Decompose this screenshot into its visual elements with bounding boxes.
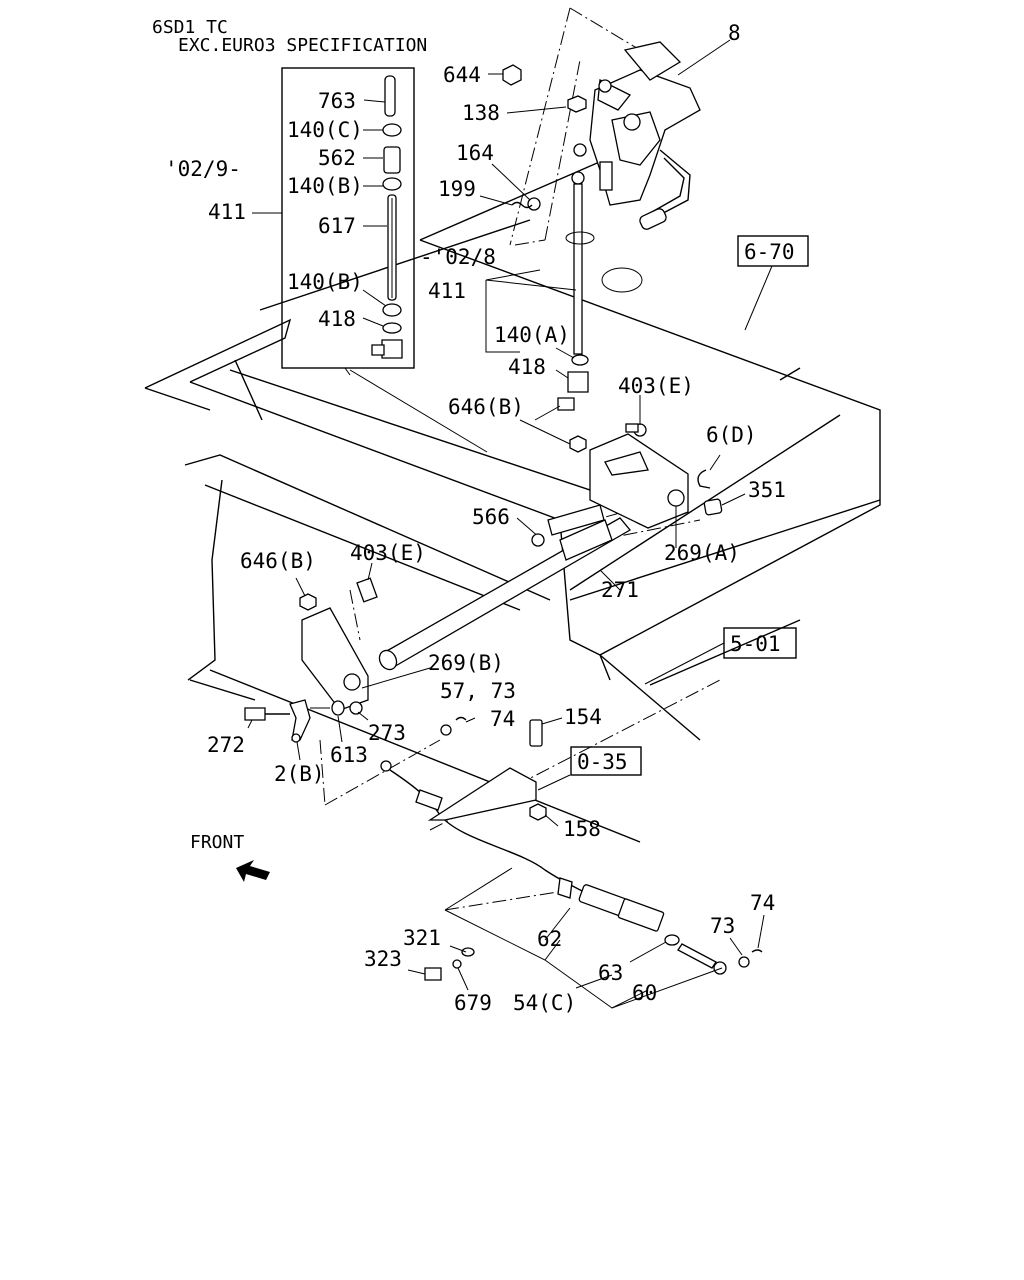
label-2b: 2(B) xyxy=(274,762,325,786)
label-73-lower: 73 xyxy=(710,914,735,938)
rod-assembly-box xyxy=(281,67,415,369)
label-140a: 140(A) xyxy=(494,323,570,347)
label-403e-lower: 403(E) xyxy=(350,541,426,565)
label-273: 273 xyxy=(368,721,406,745)
label-272: 272 xyxy=(207,733,245,757)
label-411-left: 411 xyxy=(208,200,246,224)
label-271: 271 xyxy=(601,578,639,602)
label-613: 613 xyxy=(330,743,368,767)
svg-text:6-70: 6-70 xyxy=(744,240,795,264)
label-403e-upper: 403(E) xyxy=(618,374,694,398)
label-562: 562 xyxy=(318,146,356,170)
label-158: 158 xyxy=(563,817,601,841)
label-140b-lower: 140(B) xyxy=(287,270,363,294)
label-74-upper: 74 xyxy=(490,707,515,731)
rod-assembly-parts xyxy=(371,75,403,359)
pedal-leaders xyxy=(479,39,731,206)
lever-assembly xyxy=(244,699,363,743)
label-138: 138 xyxy=(462,101,500,125)
model-label: 6SD1 TC xyxy=(152,17,228,38)
cable-assembly xyxy=(380,716,763,981)
label-763: 763 xyxy=(318,89,356,113)
label-74-lower: 74 xyxy=(750,891,775,915)
ref-box-5-01[interactable]: 5-01 xyxy=(723,627,797,659)
label-646b-upper: 646(B) xyxy=(448,395,524,419)
label-54c: 54(C) xyxy=(513,991,576,1015)
cable-leaders xyxy=(407,717,765,1009)
ref-box-6-70[interactable]: 6-70 xyxy=(737,235,809,267)
label-140c: 140(C) xyxy=(287,118,363,142)
bracket-left xyxy=(299,577,378,711)
label-644: 644 xyxy=(443,63,481,87)
pedal-fasteners xyxy=(502,64,587,211)
cab-floor-outline xyxy=(144,139,881,843)
label-164: 164 xyxy=(456,141,494,165)
vertical-rod-leaders xyxy=(349,269,577,453)
svg-text:5-01: 5-01 xyxy=(730,632,781,656)
label-269b: 269(B) xyxy=(428,651,504,675)
label-321: 321 xyxy=(403,926,441,950)
bracket-left-leaders xyxy=(295,562,431,689)
label-63: 63 xyxy=(598,961,623,985)
label-62: 62 xyxy=(537,927,562,951)
lever-leaders xyxy=(247,711,369,761)
label-154: 154 xyxy=(564,705,602,729)
main-shaft xyxy=(378,504,631,671)
label-418-left: 418 xyxy=(318,307,356,331)
label-646b-lower: 646(B) xyxy=(240,549,316,573)
rod-assembly-leaders xyxy=(362,99,387,327)
label-60: 60 xyxy=(632,981,657,1005)
spec-label: EXC.EURO3 SPECIFICATION xyxy=(178,35,427,56)
label-199: 199 xyxy=(438,177,476,201)
pedal-mechanism xyxy=(573,41,701,230)
label-6d: 6(D) xyxy=(706,423,757,447)
label-351: 351 xyxy=(748,478,786,502)
part-labels: 8 644 138 164 199 763 140(C) 562 140(B) … xyxy=(207,21,786,1015)
svg-text:0-35: 0-35 xyxy=(577,750,628,774)
label-57-73: 57, 73 xyxy=(440,679,516,703)
vertical-rod xyxy=(557,171,595,411)
label-566: 566 xyxy=(472,505,510,529)
label-269a: 269(A) xyxy=(664,541,740,565)
front-arrow-icon xyxy=(236,860,270,882)
label-411-mid: 411 xyxy=(428,279,466,303)
label-617: 617 xyxy=(318,214,356,238)
label-323: 323 xyxy=(364,947,402,971)
date-until-label: -'02/8 xyxy=(420,245,496,269)
label-8: 8 xyxy=(728,21,741,45)
date-from-label: '02/9- xyxy=(165,157,241,181)
label-140b-upper: 140(B) xyxy=(287,174,363,198)
ref-box-0-35[interactable]: 0-35 xyxy=(570,746,642,776)
label-679: 679 xyxy=(454,991,492,1015)
label-418-mid: 418 xyxy=(508,355,546,379)
front-label: FRONT xyxy=(190,832,244,853)
